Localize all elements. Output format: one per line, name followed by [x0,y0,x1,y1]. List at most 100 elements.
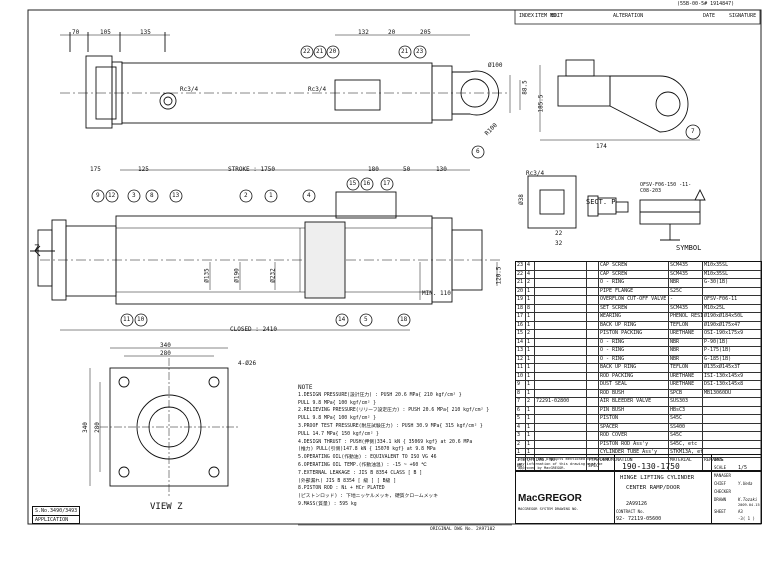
parts-cell-no: 4 [516,423,526,431]
balloon-number: 23 [416,48,424,55]
parts-cell-rem: Ø190xØ184x50L [704,313,744,319]
dim-label: 205 [420,29,431,36]
parts-cell-no: 7 [516,398,526,406]
parts-cell-kind [587,415,599,423]
parts-cell-dwg [535,432,587,440]
parts-cell-no: 19 [516,296,526,304]
parts-cell-mat: URETHANE [669,330,703,338]
stroke-label: STROKE : 1750 [228,166,275,173]
parts-cell-no: 20 [516,287,526,295]
parts-cell-rem: M10x35SL [704,262,729,268]
parts-cell-mat: SS400 [669,423,703,431]
parts-cell-desc: PIPE FLANGE [599,287,669,295]
balloon-number: 9 [96,192,100,199]
parts-cell-mat: HBsC3 [669,406,703,414]
parts-cell-no: 6 [516,406,526,414]
parts-cell-dwg: 72291-02800 [535,398,587,406]
dim-label: Ø135 [203,268,211,283]
parts-cell-kind [587,440,599,448]
chief-signature: Y.Ueda [738,481,753,486]
parts-cell-rem: P-175(1B) [704,347,732,353]
revision-edit-header: EDIT [551,13,564,19]
notes-title: NOTE [298,384,313,391]
parts-cell-rem: M10x35SL [704,270,729,277]
original-drawing-label: ORIGINAL DWG No. 2A97102 [430,527,496,532]
parts-cell-qty: 1 [526,432,535,440]
title-block: Ordering the products mentioned herein a… [515,454,762,524]
parts-cell-qty: 1 [526,381,535,389]
parts-cell-qty: 1 [526,372,535,380]
parts-cell-mat: SUS303 [669,398,703,406]
balloon-number: 4 [307,192,311,199]
revision-header: INDEX ITEM NO. EDIT ALTERATION DATE SIGN… [517,12,760,22]
parts-cell-dwg [535,287,587,295]
parts-cell-rem: P-90(1B) [704,338,729,345]
parts-cell-desc: WEARING [599,313,669,321]
balloon-number: 7 [691,128,695,135]
parts-cell-dwg [535,406,587,414]
note-line: (ピストンロッド) : 下地ニッケルメッキ, 硬質クロームメッキ [298,494,438,500]
note-line: 4.DESIGN THRUST : PUSH(押側)334.1 kN { 350… [298,439,473,445]
parts-cell-kind [587,372,599,380]
dim-label: 105 [100,29,111,36]
drawing-number: 2A99126 [626,501,648,507]
revision-index-header: INDEX [519,13,535,19]
parts-cell-rem: G-185(1B) [704,355,732,362]
parts-cell-rem: Ø190xØ175x47 [704,321,741,328]
dim-label: 340 [81,422,89,433]
balloon-number: 3 [132,192,136,199]
parts-cell-desc: PISTON [599,415,669,423]
parts-cell-no: 14 [516,338,526,346]
parts-cell-qty: 1 [526,338,535,346]
parts-header-mat: MATERIAL [669,457,703,470]
parts-header-qty: QTY [526,457,535,470]
dim-label: 174 [596,143,607,150]
parts-cell-rem [703,398,746,406]
note-line: 6.OPERATING OIL TEMP.(作動油温) : -15 ~ +60 … [298,462,427,468]
parts-cell-dwg [535,364,587,372]
parts-header-rem: REMARKS [704,457,723,463]
parts-cell-mat: PHENOL RESIN [670,313,703,321]
parts-cell-no: 21 [516,279,526,287]
parts-cell-desc: DUST SEAL [599,381,669,389]
parts-cell-mat: STKM13A, etc [670,449,703,457]
checker-label: CHECKER [714,489,731,494]
parts-cell-qty: 1 [526,347,535,355]
parts-cell-kind [587,321,599,329]
drawing-title-1: HINGE LIFTING CYLINDER [620,475,695,481]
parts-cell-kind [587,330,599,338]
parts-cell-dwg [535,423,587,431]
revision-signature-header: SIGNATURE [729,13,757,19]
balloon-number: 2 [244,192,248,199]
parts-cell-rem [703,432,746,440]
parts-header-no: ITEM NO. [517,457,526,470]
sheet-value: -3( 1 ) [738,516,755,521]
parts-cell-no: 2 [516,440,526,448]
parts-cell-mat: SCM435 [669,304,703,312]
parts-cell-qty: 1 [526,449,535,457]
parts-cell-desc: O - RING [599,355,669,363]
parts-cell-kind [587,406,599,414]
parts-cell-dwg [535,381,587,389]
parts-cell-desc: SPACER [599,423,669,431]
balloon-number: 1 [269,192,273,199]
parts-cell-mat: NBR [669,355,703,363]
balloon-number: 21 [316,48,324,55]
parts-cell-kind [587,423,599,431]
cylinder-top-view [60,32,700,141]
dim-label: 135 [140,29,151,36]
drawing-title-2: CENTER RAMP/DOOR [626,485,680,491]
contract-label: CONTRACT No. [616,509,645,514]
